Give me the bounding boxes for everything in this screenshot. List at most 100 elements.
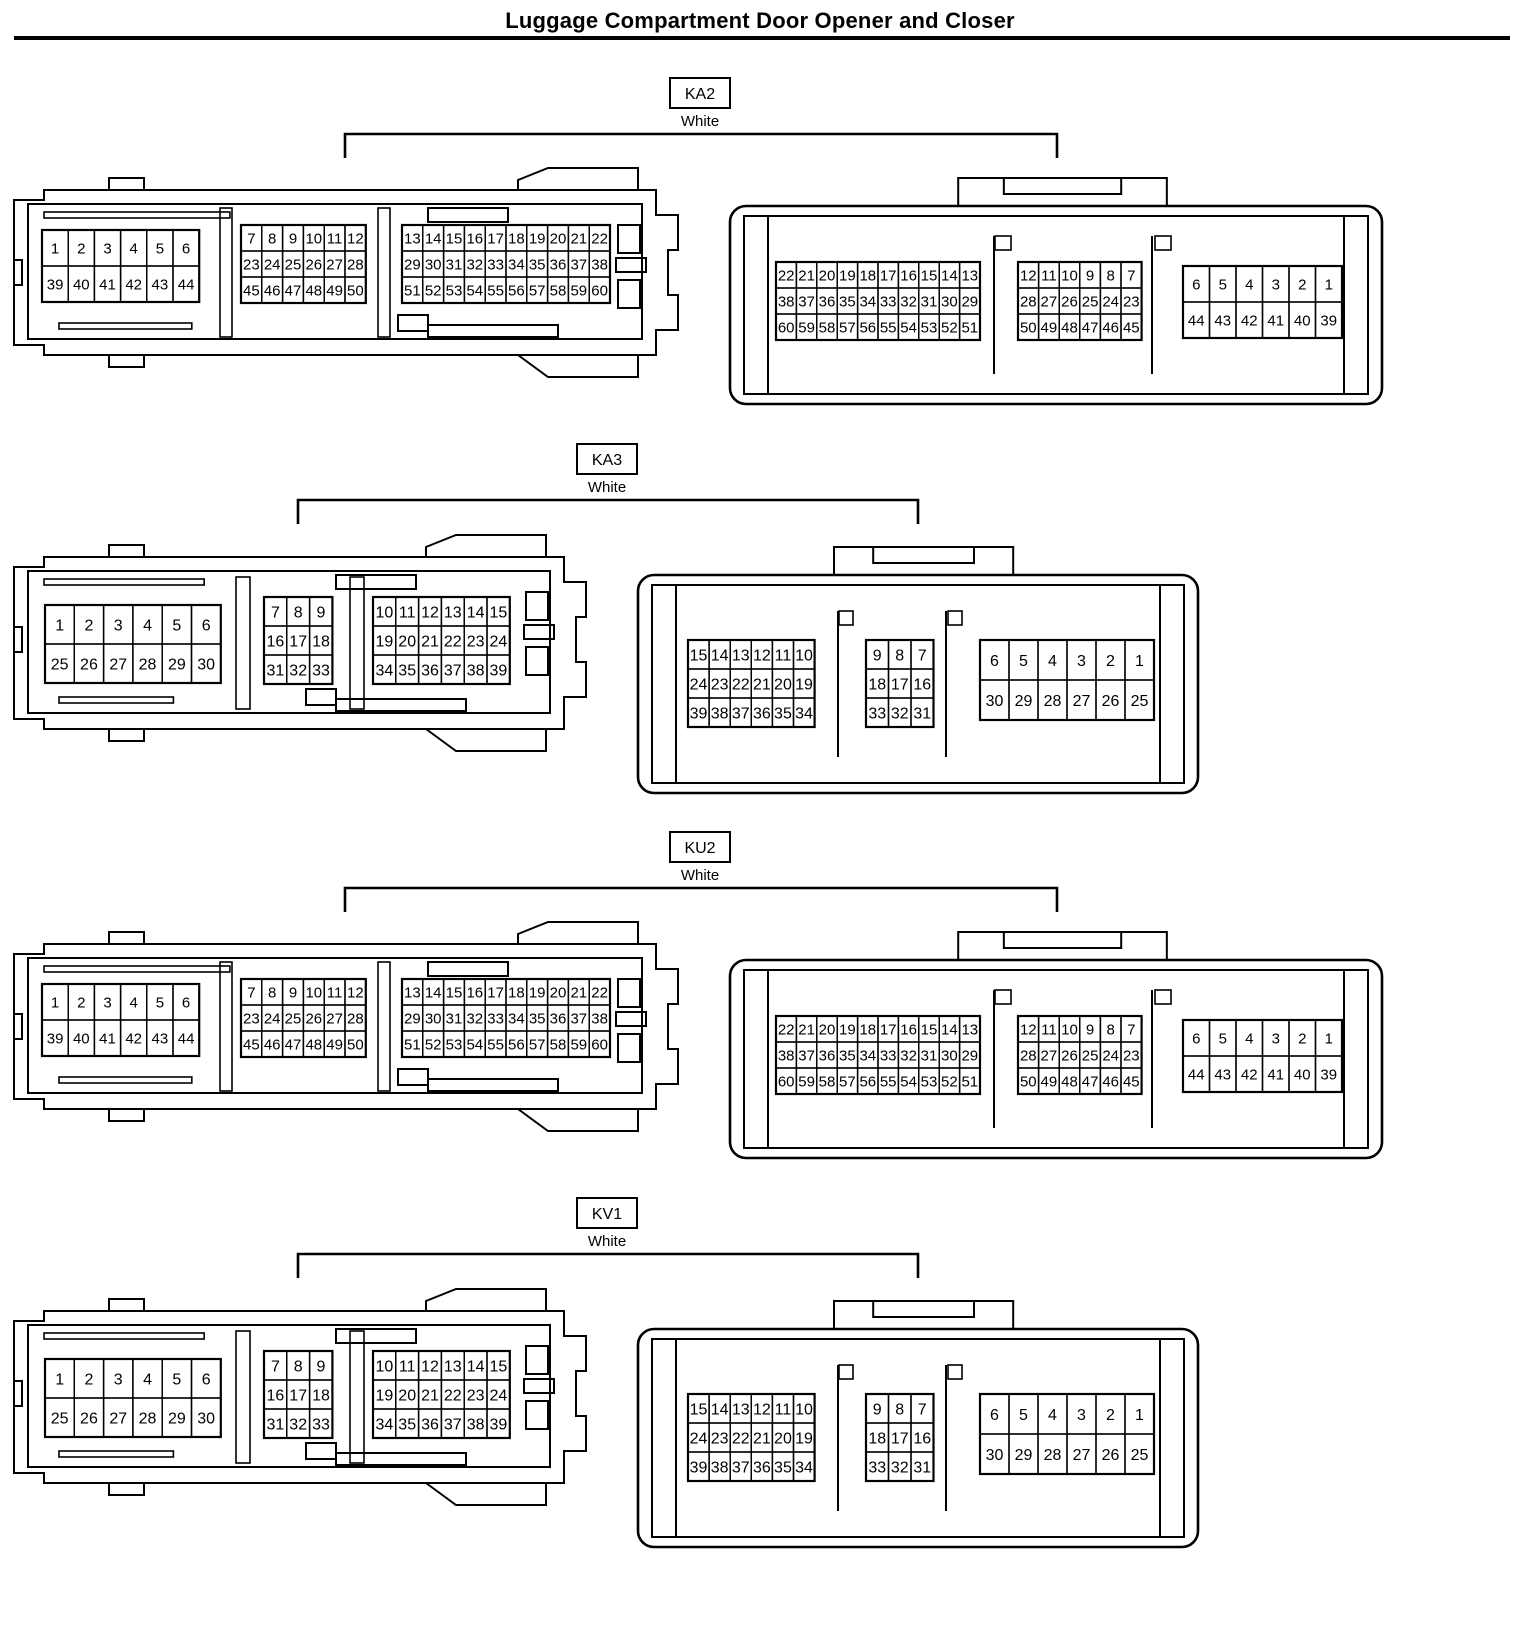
pin-number: 7: [247, 230, 255, 247]
pin-number: 32: [289, 662, 307, 679]
pin-number: 17: [289, 1387, 307, 1404]
pin-number: 13: [444, 604, 462, 621]
pin-number: 43: [1214, 1066, 1231, 1083]
pin-number: 4: [130, 994, 138, 1011]
pin-number: 31: [267, 662, 285, 679]
pin-number: 1: [51, 994, 59, 1011]
connector-color: White: [588, 479, 626, 496]
pin-number: 12: [1020, 1021, 1037, 1038]
pin-number: 10: [1061, 267, 1078, 284]
pin-number: 40: [73, 276, 90, 293]
pin-number: 36: [819, 293, 836, 310]
pin-number: 26: [305, 1010, 322, 1027]
pin-number: 28: [1020, 1047, 1037, 1064]
pin-number: 4: [143, 617, 152, 634]
pin-number: 15: [690, 1401, 708, 1418]
pin-number: 9: [317, 604, 326, 621]
rib: [43, 211, 231, 219]
pin-number: 3: [1272, 276, 1280, 293]
pin-number: 20: [774, 676, 792, 693]
pin-number: 16: [900, 1021, 917, 1038]
pin-number: 1: [55, 1371, 64, 1388]
pin-number: 21: [570, 984, 587, 1001]
pin-number: 45: [243, 282, 260, 299]
pin-number: 20: [819, 1021, 836, 1038]
shell-outer: [636, 1327, 1200, 1549]
pin-number: 26: [80, 1410, 98, 1427]
pin-number: 9: [1086, 267, 1094, 284]
male-connector-housing: [728, 931, 1384, 1160]
pin-number: 3: [114, 617, 123, 634]
connector-id-box: [669, 77, 731, 109]
pin-number: 29: [1015, 1447, 1033, 1464]
pin-number: 15: [446, 230, 463, 247]
pin-number: 20: [819, 267, 836, 284]
pin-cell: [1120, 1067, 1143, 1095]
pin-number: 53: [446, 282, 463, 299]
pin-cell: [792, 697, 816, 728]
pin-number: 32: [900, 293, 917, 310]
lock-bar: [523, 1378, 555, 1394]
pin-cell: [172, 265, 200, 303]
pin-number: 8: [1107, 1021, 1115, 1038]
pin-number: 30: [941, 1047, 958, 1064]
pin-number: 2: [1106, 1407, 1115, 1424]
top-lock-inner: [1002, 177, 1123, 195]
pin-number: 12: [347, 984, 364, 1001]
pin-number: 19: [795, 1430, 813, 1447]
lock-bottom: [517, 354, 639, 378]
pin-number: 39: [690, 1459, 708, 1476]
group-divider: [235, 1330, 251, 1464]
pin-cell: [1120, 313, 1143, 341]
pin-number: 11: [1041, 267, 1057, 284]
pin-number: 58: [819, 319, 836, 336]
pin-number: 52: [425, 282, 442, 299]
pin-number: 8: [895, 647, 904, 664]
pin-number: 28: [1044, 693, 1062, 710]
pin-number: 39: [47, 1030, 64, 1047]
pin-number: 16: [466, 230, 483, 247]
pin-number: 39: [490, 662, 508, 679]
pin-number: 17: [289, 633, 307, 650]
pin-number: 31: [921, 1047, 938, 1064]
pin-number: 15: [490, 1358, 508, 1375]
pin-number: 15: [490, 604, 508, 621]
divider-notch: [947, 610, 963, 626]
pin-number: 22: [778, 267, 795, 284]
pin-number: 52: [941, 1073, 958, 1090]
pin-number: 7: [271, 1358, 280, 1375]
housing-outer: [13, 189, 679, 356]
pin-number: 50: [347, 282, 364, 299]
pin-number: 1: [1325, 276, 1333, 293]
pin-number: 32: [900, 1047, 917, 1064]
lock-bottom: [425, 728, 547, 752]
pin-number: 36: [753, 705, 771, 722]
pin-number: 33: [312, 1416, 330, 1433]
pin-number: 56: [859, 1073, 876, 1090]
pin-number: 7: [918, 647, 927, 664]
group-divider: [349, 576, 365, 710]
pin-number: 17: [880, 1021, 897, 1038]
pin-number: 3: [1077, 653, 1086, 670]
pin-number: 47: [1082, 1073, 1099, 1090]
small-block: [305, 1442, 337, 1460]
male-connector-housing: [636, 1300, 1200, 1549]
pin-cell: [344, 276, 367, 304]
pin-number: 41: [99, 1030, 116, 1047]
pin-number: 39: [1320, 312, 1337, 329]
pin-number: 53: [446, 1036, 463, 1053]
pin-number: 11: [775, 1401, 792, 1418]
pin-number: 15: [921, 267, 938, 284]
pin-number: 27: [1073, 1447, 1091, 1464]
housing-inner: [27, 570, 551, 714]
pin-number: 18: [859, 267, 876, 284]
small-block: [397, 1068, 429, 1086]
